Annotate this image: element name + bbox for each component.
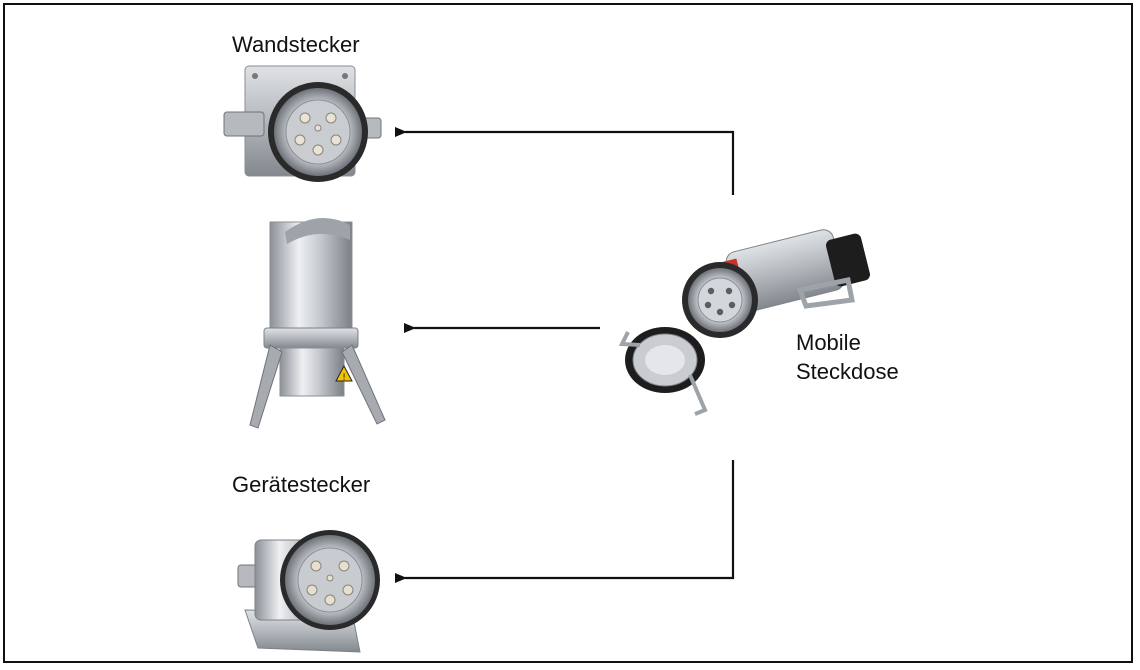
diagram-frame	[3, 3, 1133, 663]
arrow-to-wall-plug	[395, 127, 735, 195]
arrow-to-device-plug	[395, 460, 735, 583]
adapter-image: !	[249, 217, 386, 429]
warning-icon	[335, 364, 353, 382]
svg-text:!: !	[342, 373, 346, 383]
mobile-socket-label: Mobile Steckdose	[796, 328, 899, 386]
device-plug-label: Gerätestecker	[232, 472, 371, 497]
mobile-socket-image	[618, 229, 870, 416]
mobile-socket-label-line2: Steckdose	[796, 359, 899, 384]
wall-plug-image	[223, 65, 382, 182]
mobile-socket-label-line1: Mobile	[796, 330, 861, 355]
device-plug-image	[237, 530, 380, 653]
wall-plug-label: Wandstecker	[232, 32, 360, 57]
